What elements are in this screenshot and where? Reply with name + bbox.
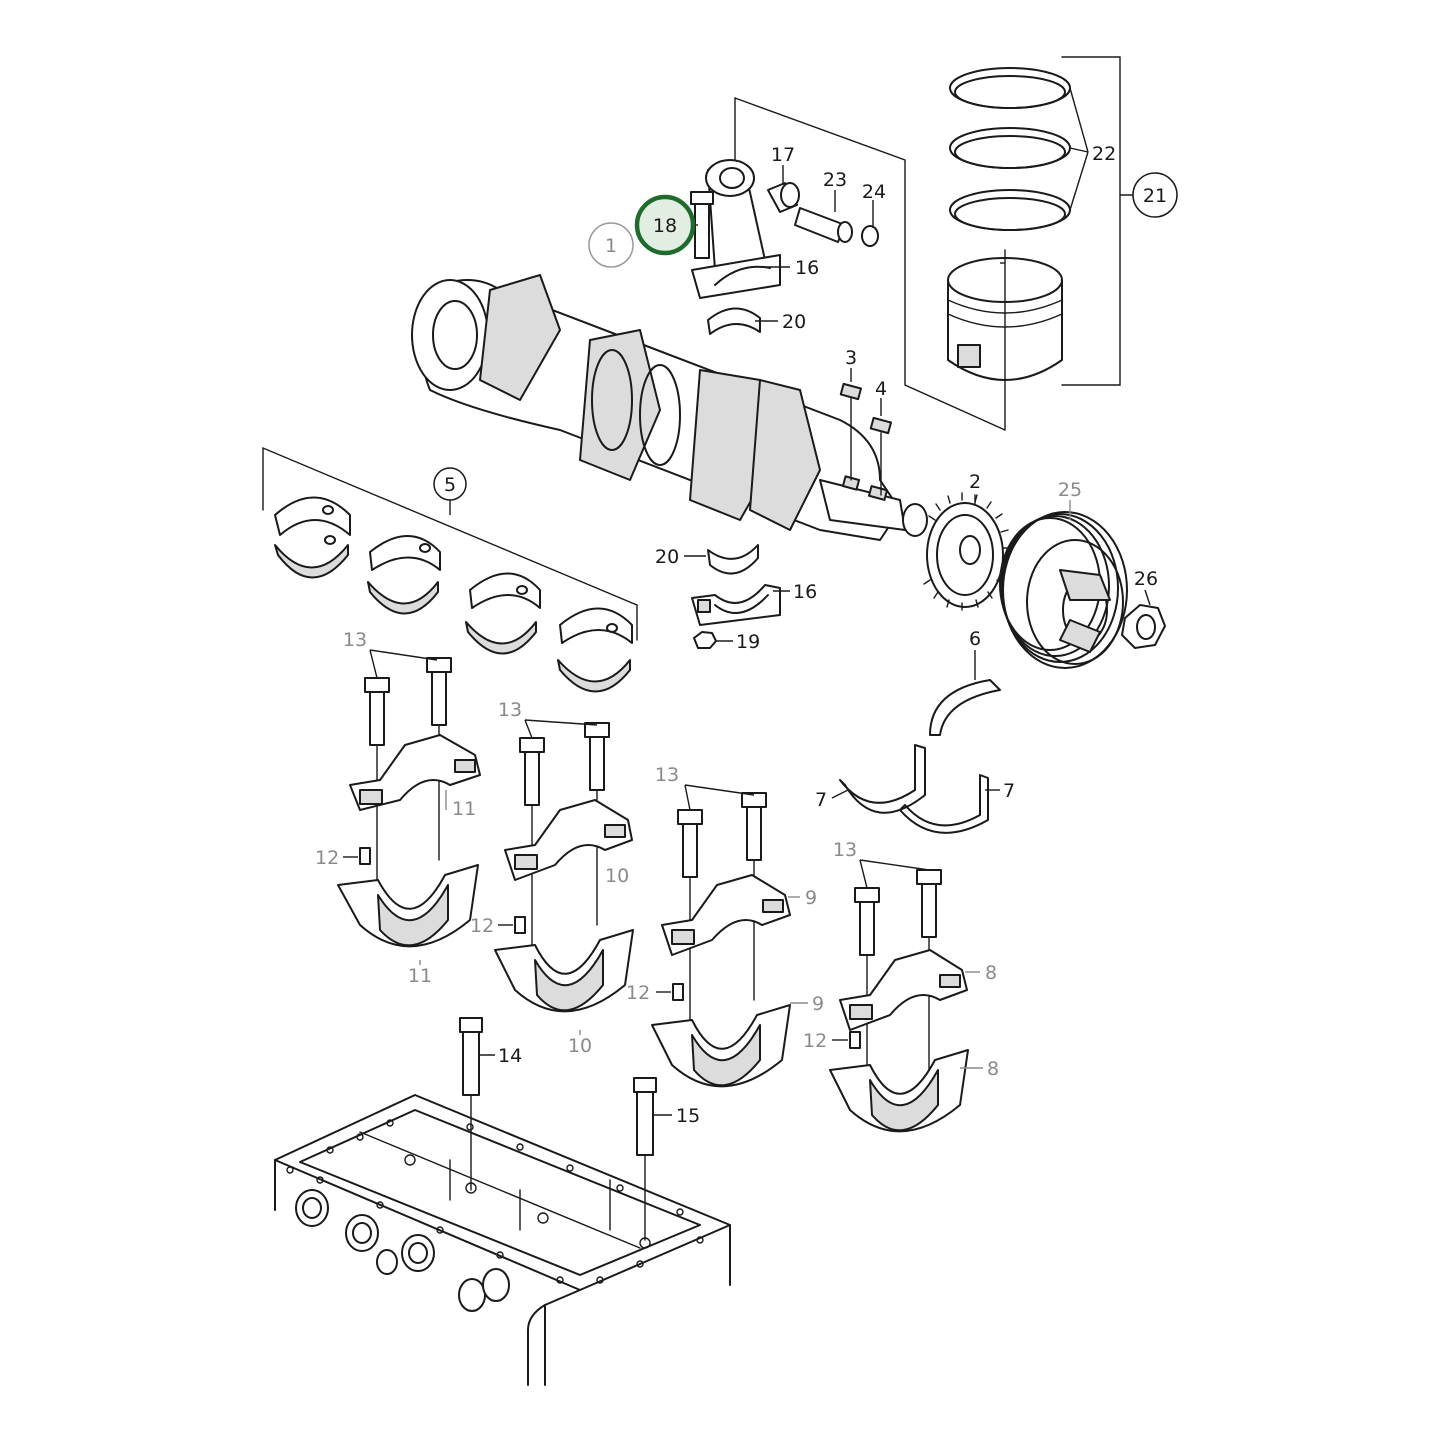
dowel-12b[interactable]: [514, 916, 526, 934]
crankshaft[interactable]: [411, 274, 928, 541]
piston-rings[interactable]: [949, 67, 1089, 231]
callout-4[interactable]: 4: [875, 378, 887, 400]
thrust-washer-upper[interactable]: [929, 679, 1001, 736]
bed-plate[interactable]: [274, 1094, 731, 1386]
main-bearing-cap-10[interactable]: [494, 722, 634, 1013]
callout-26[interactable]: 26: [1134, 568, 1158, 590]
svg-text:1: 1: [605, 235, 617, 257]
key-3[interactable]: [839, 382, 862, 481]
callout-13-a[interactable]: 13: [343, 629, 367, 651]
connecting-rod[interactable]: [690, 159, 781, 299]
piston-pin[interactable]: [794, 207, 853, 243]
callout-24[interactable]: 24: [862, 181, 886, 203]
piston-assembly-bracket: [734, 56, 1136, 431]
pulley-nut[interactable]: [1121, 604, 1166, 649]
main-bearing-cap-8[interactable]: [829, 869, 969, 1133]
callout-12-c[interactable]: 12: [626, 982, 650, 1004]
callout-17[interactable]: 17: [771, 144, 795, 166]
rod-nut[interactable]: [693, 631, 717, 649]
thrust-washer-right[interactable]: [899, 774, 989, 834]
callout-7-right[interactable]: 7: [1003, 780, 1015, 802]
callout-11-lower[interactable]: 11: [408, 965, 432, 987]
callout-16-lower[interactable]: 16: [793, 581, 817, 603]
dowel-12c[interactable]: [672, 983, 684, 1001]
callout-11-upper[interactable]: 11: [452, 798, 476, 820]
leader-lines: [343, 165, 1151, 1116]
callout-21[interactable]: 21: [1132, 172, 1178, 218]
callout-2[interactable]: 2: [969, 471, 981, 493]
callout-13-b[interactable]: 13: [498, 699, 522, 721]
dowel-12a[interactable]: [359, 847, 371, 865]
callout-8-upper[interactable]: 8: [985, 962, 997, 984]
small-end-bush[interactable]: [767, 182, 800, 213]
circlip[interactable]: [861, 225, 879, 247]
bolt-15[interactable]: [633, 1077, 657, 1241]
callout-5[interactable]: 5: [433, 467, 467, 501]
callout-9-upper[interactable]: 9: [805, 887, 817, 909]
callout-16-upper[interactable]: 16: [795, 257, 819, 279]
big-end-bearing-shell-upper[interactable]: [707, 307, 761, 335]
callout-14[interactable]: 14: [498, 1045, 522, 1067]
callout-8-lower[interactable]: 8: [987, 1058, 999, 1080]
callout-15[interactable]: 15: [676, 1105, 700, 1127]
bolt-14[interactable]: [459, 1017, 483, 1191]
main-bearing-shells[interactable]: [262, 446, 638, 693]
callout-7-left[interactable]: 7: [815, 789, 827, 811]
callout-19[interactable]: 19: [736, 631, 760, 653]
main-bearing-cap-11[interactable]: [337, 657, 481, 948]
callout-12-b[interactable]: 12: [470, 915, 494, 937]
crankshaft-gear[interactable]: [923, 492, 1011, 611]
callout-3[interactable]: 3: [845, 347, 857, 369]
callout-12-a[interactable]: 12: [315, 847, 339, 869]
svg-text:18: 18: [653, 215, 677, 237]
callout-9-lower[interactable]: 9: [812, 993, 824, 1015]
dowel-12d[interactable]: [849, 1031, 861, 1049]
callout-12-d[interactable]: 12: [803, 1030, 827, 1052]
callout-6[interactable]: 6: [969, 628, 981, 650]
callout-23[interactable]: 23: [823, 169, 847, 191]
callout-20-lower[interactable]: 20: [655, 546, 679, 568]
callout-10-lower[interactable]: 10: [568, 1035, 592, 1057]
piston[interactable]: [947, 249, 1063, 431]
crankshaft-pulley[interactable]: [999, 511, 1128, 669]
callout-13-d[interactable]: 13: [833, 839, 857, 861]
callout-1[interactable]: 1: [588, 222, 634, 268]
thrust-washer-left[interactable]: [839, 744, 926, 814]
callout-labels: 1 18 5 21 17 23 24 22 16 20 3 4 2 25 26 …: [315, 143, 1178, 1127]
callout-25[interactable]: 25: [1058, 479, 1082, 501]
key-4[interactable]: [869, 416, 892, 496]
main-bearing-cap-9[interactable]: [651, 792, 791, 1088]
callout-20-upper[interactable]: 20: [782, 311, 806, 333]
big-end-bearing-shell-lower[interactable]: [707, 544, 759, 575]
callout-22[interactable]: 22: [1092, 143, 1116, 165]
svg-text:21: 21: [1143, 185, 1167, 207]
callout-13-c[interactable]: 13: [655, 764, 679, 786]
callout-10-upper[interactable]: 10: [605, 865, 629, 887]
svg-text:5: 5: [444, 474, 456, 496]
callout-18-selected[interactable]: 18: [634, 194, 696, 256]
connecting-rod-cap[interactable]: [691, 584, 781, 626]
